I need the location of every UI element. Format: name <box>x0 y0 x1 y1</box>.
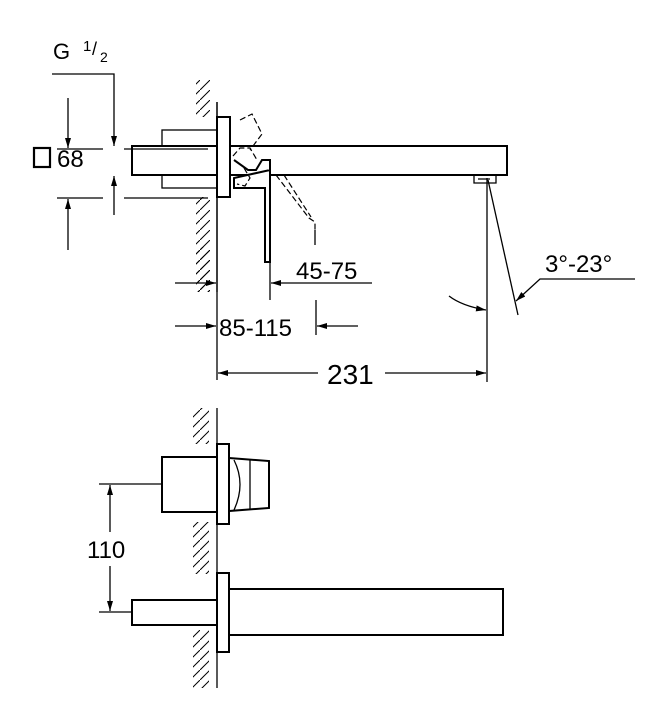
rosette-size-label: 68 <box>57 146 84 173</box>
inlet-pipe <box>131 599 218 626</box>
wall-hatching <box>196 80 218 380</box>
handle-projection-dimension: 45-75 <box>175 230 372 300</box>
front-view: 110 <box>87 408 504 688</box>
rosette-dimension: 68 <box>32 98 208 250</box>
handle-plate <box>216 443 230 525</box>
handle-lever <box>233 168 271 263</box>
spout-projection-dimension: 231 <box>218 178 488 390</box>
concealed-body <box>161 456 218 513</box>
spout-plate <box>216 572 230 653</box>
side-view: G 1 / 2 68 45-75 <box>32 38 635 390</box>
handle <box>228 456 270 513</box>
svg-text:/: / <box>92 39 97 59</box>
svg-text:2: 2 <box>100 49 108 65</box>
wall-depth-label: 85-115 <box>219 315 292 342</box>
wall-hatching-front <box>193 408 218 688</box>
square-icon <box>32 146 52 169</box>
handle-projection-label: 45-75 <box>296 258 357 285</box>
thread-label: G <box>53 39 70 64</box>
aerator-angle-dimension: 3°-23° <box>448 179 635 316</box>
centre-distance-dimension: 110 <box>87 483 162 613</box>
svg-text:1: 1 <box>83 38 91 55</box>
thread-dimension: G 1 / 2 <box>52 38 117 146</box>
spout <box>229 145 508 176</box>
inlet-pipe <box>131 145 218 176</box>
aerator <box>473 175 497 184</box>
handle-top <box>233 159 271 171</box>
wall-depth-dimension: 85-115 <box>175 300 358 342</box>
centre-distance-label: 110 <box>87 537 125 564</box>
spout-projection-label: 231 <box>327 359 374 390</box>
spout <box>228 588 504 636</box>
wall-plate <box>216 116 231 198</box>
aerator-angle-label: 3°-23° <box>545 251 612 278</box>
